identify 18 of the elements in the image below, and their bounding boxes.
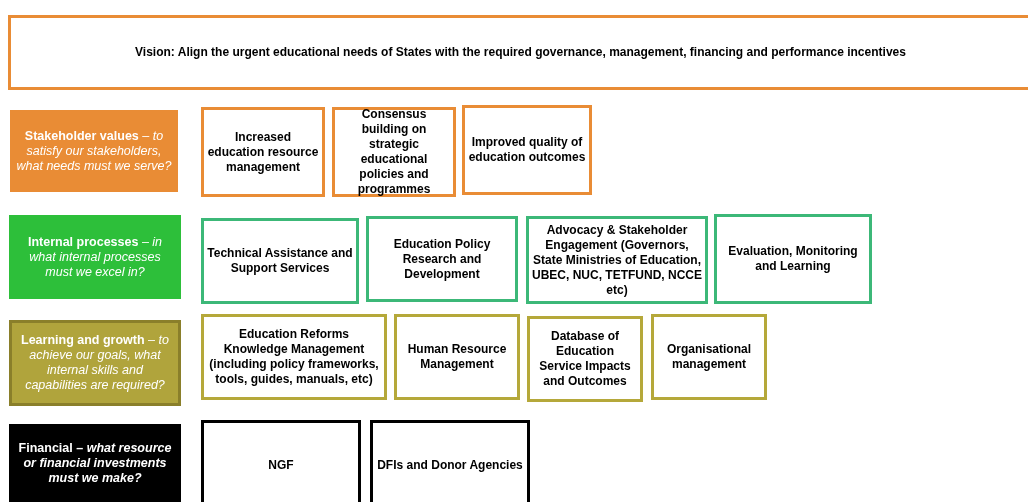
- vision-banner: Vision: Align the urgent educational needs of States with the required governance, management, financing and performance incentives: [8, 15, 1028, 90]
- objective-box: Improved quality of education outcomes: [462, 105, 592, 195]
- objective-box: Technical Assistance and Support Services: [201, 218, 359, 304]
- objective-box: Consensus building on strategic educational policies and programmes: [332, 107, 456, 197]
- objective-box: Evaluation, Monitoring and Learning: [714, 214, 872, 304]
- objective-box: NGF: [201, 420, 361, 502]
- objective-box: Human Resource Management: [394, 314, 520, 400]
- objective-box: Advocacy & Stakeholder Engagement (Governors, State Ministries of Education, UBEC, NUC, TETFUND, NCCE etc): [526, 216, 708, 304]
- perspective-label: Learning and growth – to achieve our goals, what internal skills and capabilities are required?: [9, 320, 181, 406]
- perspective-label: Internal processes – in what internal processes must we excel in?: [9, 215, 181, 299]
- objective-box: Education Policy Research and Development: [366, 216, 518, 302]
- objective-box: Organisational management: [651, 314, 767, 400]
- perspective-label: Financial – what resource or financial investments must we make?: [9, 424, 181, 502]
- perspective-label: Stakeholder values – to satisfy our stakeholders, what needs must we serve?: [10, 110, 178, 192]
- objective-box: Education Reforms Knowledge Management (including policy frameworks, tools, guides, manuals, etc): [201, 314, 387, 400]
- objective-box: Increased education resource management: [201, 107, 325, 197]
- objective-box: Database of Education Service Impacts and Outcomes: [527, 316, 643, 402]
- objective-box: DFIs and Donor Agencies: [370, 420, 530, 502]
